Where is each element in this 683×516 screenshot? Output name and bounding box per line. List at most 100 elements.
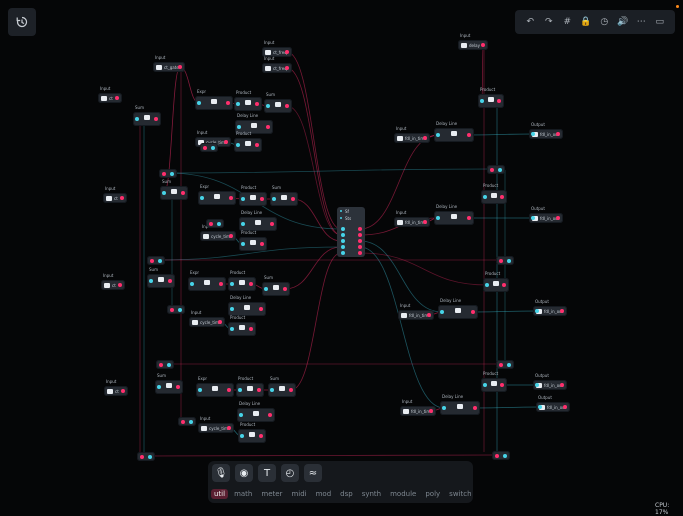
node-sum[interactable]: Sum xyxy=(270,185,298,206)
node-product[interactable]: Product xyxy=(478,87,504,108)
router-port[interactable] xyxy=(150,258,154,263)
router-node[interactable] xyxy=(206,219,224,228)
text-icon[interactable]: T xyxy=(258,464,276,482)
output-port[interactable] xyxy=(115,96,119,100)
input-port[interactable] xyxy=(236,143,240,147)
node-product[interactable]: Product xyxy=(239,230,267,251)
output-port[interactable] xyxy=(285,50,289,54)
output-port[interactable] xyxy=(168,279,172,283)
input-port[interactable] xyxy=(241,197,245,201)
node-delay-line[interactable]: Delay Line xyxy=(434,204,474,225)
output-port[interactable] xyxy=(120,196,124,200)
input-port[interactable] xyxy=(264,287,268,291)
node-delay-line[interactable]: Delay Line xyxy=(440,394,480,415)
node-product[interactable]: Product xyxy=(481,183,507,204)
output-port[interactable] xyxy=(500,195,504,199)
mixer-hub-node[interactable]: Sf Sts xyxy=(337,207,365,257)
more-icon[interactable]: ⋯ xyxy=(636,17,646,27)
output-port[interactable] xyxy=(268,413,272,417)
grid-icon[interactable]: # xyxy=(563,17,572,27)
node-expr[interactable]: Expr xyxy=(188,270,226,291)
router-node[interactable] xyxy=(496,256,514,265)
output-port[interactable] xyxy=(289,388,293,392)
hub-output-port[interactable] xyxy=(358,233,362,237)
output-port[interactable] xyxy=(229,196,233,200)
router-port[interactable] xyxy=(490,167,494,172)
tab-midi[interactable]: midi xyxy=(291,490,307,498)
output-port[interactable] xyxy=(226,101,230,105)
output-port[interactable] xyxy=(178,65,182,69)
undo-icon[interactable]: ↶ xyxy=(526,17,535,27)
output-port[interactable] xyxy=(259,434,263,438)
router-node[interactable] xyxy=(159,169,177,178)
tab-poly[interactable]: poly xyxy=(425,490,441,498)
node-product[interactable]: Product xyxy=(481,371,507,392)
output-port[interactable] xyxy=(497,99,501,103)
router-port[interactable] xyxy=(159,362,163,367)
node-sum[interactable]: Sum xyxy=(264,92,292,113)
hub-input-port[interactable] xyxy=(341,251,345,255)
router-node[interactable] xyxy=(492,451,510,460)
router-port[interactable] xyxy=(148,454,152,459)
output-port[interactable] xyxy=(467,216,471,220)
output-port[interactable] xyxy=(229,234,233,238)
router-node[interactable] xyxy=(156,360,174,369)
router-node[interactable] xyxy=(487,165,505,174)
input-port[interactable] xyxy=(135,117,139,121)
output-port[interactable] xyxy=(255,143,259,147)
output-port[interactable] xyxy=(291,197,295,201)
node-sum[interactable]: Sum xyxy=(262,275,290,296)
input-port[interactable] xyxy=(270,388,274,392)
router-port[interactable] xyxy=(158,258,162,263)
input-port[interactable] xyxy=(440,310,444,314)
output-port[interactable] xyxy=(181,191,185,195)
input-port[interactable] xyxy=(241,222,245,226)
router-port[interactable] xyxy=(211,145,215,150)
router-port[interactable] xyxy=(503,453,507,458)
output-port[interactable] xyxy=(224,140,228,144)
speaker-icon[interactable]: 🔊 xyxy=(617,17,629,27)
router-node[interactable] xyxy=(137,452,155,461)
input-port[interactable] xyxy=(272,197,276,201)
node-product[interactable]: Product xyxy=(228,315,256,336)
output-port[interactable] xyxy=(260,242,264,246)
input-port[interactable] xyxy=(531,132,535,136)
output-port[interactable] xyxy=(176,385,180,389)
input-port[interactable] xyxy=(200,196,204,200)
input-port[interactable] xyxy=(531,216,535,220)
output-port[interactable] xyxy=(121,389,125,393)
output-port[interactable] xyxy=(560,383,564,387)
output-port[interactable] xyxy=(481,43,485,47)
output-port[interactable] xyxy=(266,125,270,129)
input-port[interactable] xyxy=(157,385,161,389)
output-port[interactable] xyxy=(260,197,264,201)
hub-output-port[interactable] xyxy=(358,227,362,231)
node-expr[interactable]: Expr xyxy=(196,376,234,397)
router-port[interactable] xyxy=(162,171,166,176)
output-port[interactable] xyxy=(283,287,287,291)
input-port[interactable] xyxy=(237,125,241,129)
router-port[interactable] xyxy=(499,362,503,367)
router-port[interactable] xyxy=(189,419,193,424)
output-port[interactable] xyxy=(429,409,433,413)
node-sum[interactable]: Sum xyxy=(160,179,188,200)
hub-input-port[interactable] xyxy=(341,245,345,249)
output-port[interactable] xyxy=(285,104,289,108)
router-port[interactable] xyxy=(167,362,171,367)
node-delay-line[interactable]: Delay Line xyxy=(235,113,273,134)
node-delay-line[interactable]: Delay Line xyxy=(239,210,277,231)
router-node[interactable] xyxy=(167,305,185,314)
node-expr[interactable]: Expr xyxy=(198,184,236,205)
output-port[interactable] xyxy=(423,220,427,224)
